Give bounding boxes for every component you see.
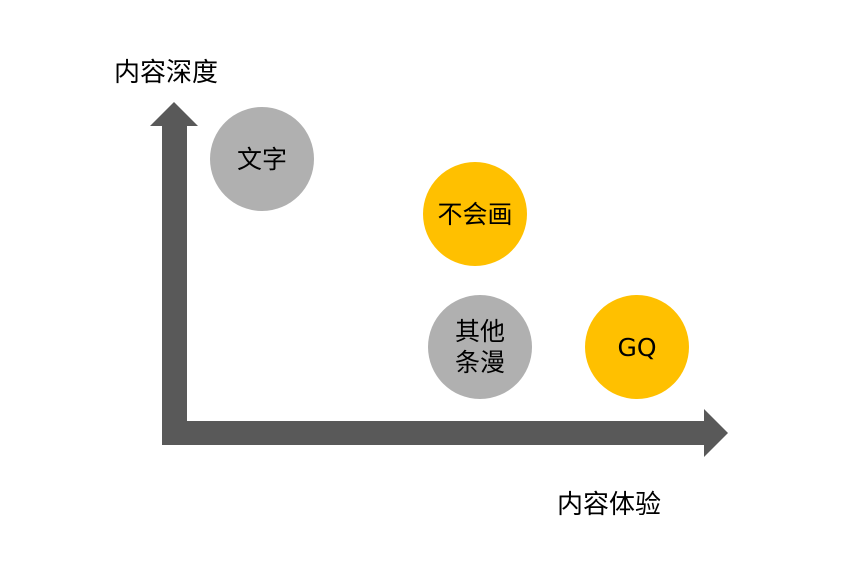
bubble-label-line2: 条漫 (454, 348, 505, 377)
bubble-label-line1: 其他 (454, 317, 505, 346)
bubble-buhuihua: 不会画 (423, 162, 527, 266)
bubble-label: GQ (617, 332, 657, 362)
x-axis-label: 内容体验 (557, 490, 662, 520)
bubble-qita-tiaoman: 其他 条漫 (428, 295, 532, 399)
bubble-wenzi: 文字 (210, 107, 314, 211)
x-axis-arrowhead (704, 409, 728, 457)
y-axis-label: 内容深度 (114, 58, 219, 88)
bubble-label: 文字 (236, 144, 287, 174)
x-axis-shaft (162, 421, 707, 445)
y-axis-arrowhead (150, 102, 198, 126)
y-axis-shaft (162, 124, 187, 445)
bubble-label: 不会画 (437, 199, 513, 229)
bubble-gq: GQ (585, 295, 689, 399)
